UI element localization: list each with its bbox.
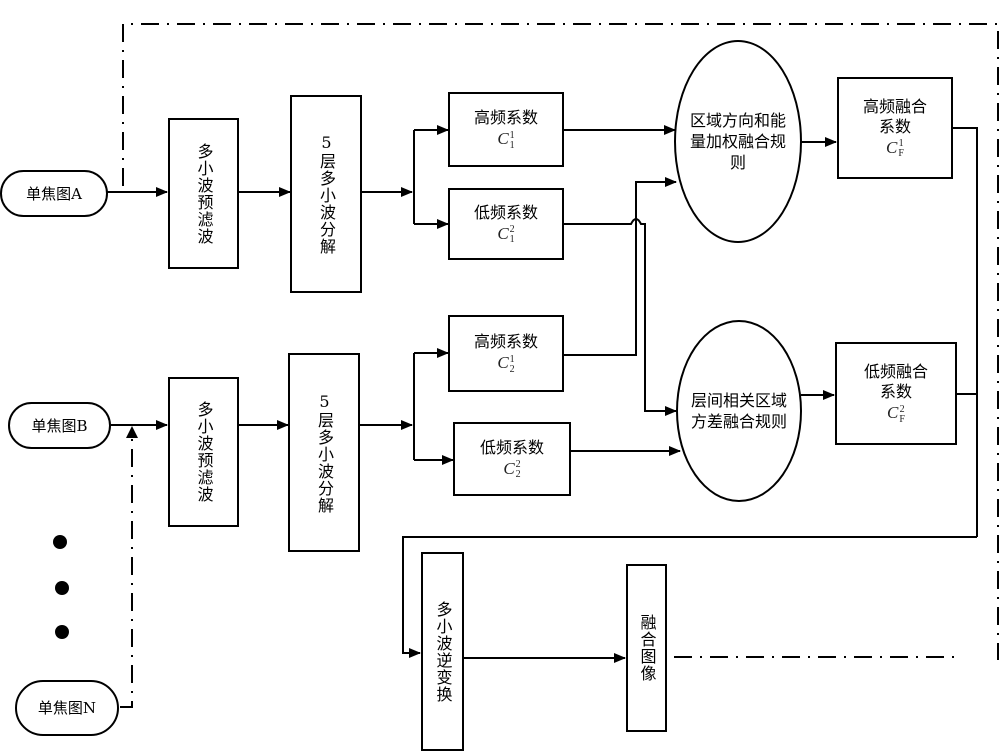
ellipsis-dot-1 bbox=[53, 535, 67, 549]
low-freq-coeff-b-label: 低频系数 bbox=[479, 437, 544, 457]
inverse-transform: 多小波逆变换 bbox=[421, 552, 464, 751]
decomposition-b: 5层多小波分解 bbox=[288, 353, 360, 552]
feedback-loop-n bbox=[120, 436, 133, 708]
ellipsis-dot-3 bbox=[55, 625, 69, 639]
high-freq-fusion-rule-label: 区域方向和能量加权融合规则 bbox=[689, 111, 786, 172]
low-freq-fusion-rule: 层间相关区域方差融合规则 bbox=[676, 320, 802, 502]
low-freq-coeff-a-label: 低频系数 bbox=[473, 202, 538, 222]
feedback-loop-top bbox=[122, 23, 999, 660]
input-image-n: 单焦图N bbox=[15, 680, 119, 736]
fused-image-output: 融合图像 bbox=[626, 564, 667, 732]
prefilter-a: 多小波预滤波 bbox=[168, 118, 239, 269]
decomposition-a: 5层多小波分解 bbox=[290, 95, 362, 293]
edge-high-b-rule-high bbox=[563, 177, 677, 356]
low-freq-fusion-rule-label: 层间相关区域方差融合规则 bbox=[690, 391, 787, 431]
prefilter-b: 多小波预滤波 bbox=[168, 377, 239, 527]
arrow-into-b-line bbox=[126, 426, 138, 438]
edge-bus-inverse bbox=[402, 536, 977, 658]
input-image-b-label: 单焦图B bbox=[31, 416, 88, 435]
prefilter-a-label: 多小波预滤波 bbox=[194, 142, 214, 245]
decomposition-b-label: 5层多小波分解 bbox=[315, 391, 334, 514]
edge-fused-high-bus bbox=[952, 127, 978, 537]
input-image-a: 单焦图A bbox=[0, 170, 108, 217]
fused-image-output-label: 融合图像 bbox=[637, 614, 657, 682]
input-image-n-label: 单焦图N bbox=[37, 699, 97, 717]
input-image-b: 单焦图B bbox=[8, 402, 111, 449]
high-freq-fused-coeff-label: 高频融合系数 bbox=[862, 96, 927, 136]
inverse-transform-label: 多小波逆变换 bbox=[433, 600, 453, 703]
decomposition-a-label: 5层多小波分解 bbox=[317, 133, 336, 255]
input-image-a-label: 单焦图A bbox=[26, 184, 82, 203]
high-freq-fusion-rule: 区域方向和能量加权融合规则 bbox=[674, 40, 802, 243]
edge-low-a-rule-low bbox=[563, 218, 677, 416]
low-freq-fused-coeff-label: 低频融合系数 bbox=[863, 362, 928, 402]
high-freq-coeff-a-label: 高频系数 bbox=[473, 108, 538, 128]
high-freq-coeff-b-label: 高频系数 bbox=[473, 332, 538, 352]
prefilter-b-label: 多小波预滤波 bbox=[194, 401, 214, 503]
ellipsis-dot-2 bbox=[55, 581, 69, 595]
